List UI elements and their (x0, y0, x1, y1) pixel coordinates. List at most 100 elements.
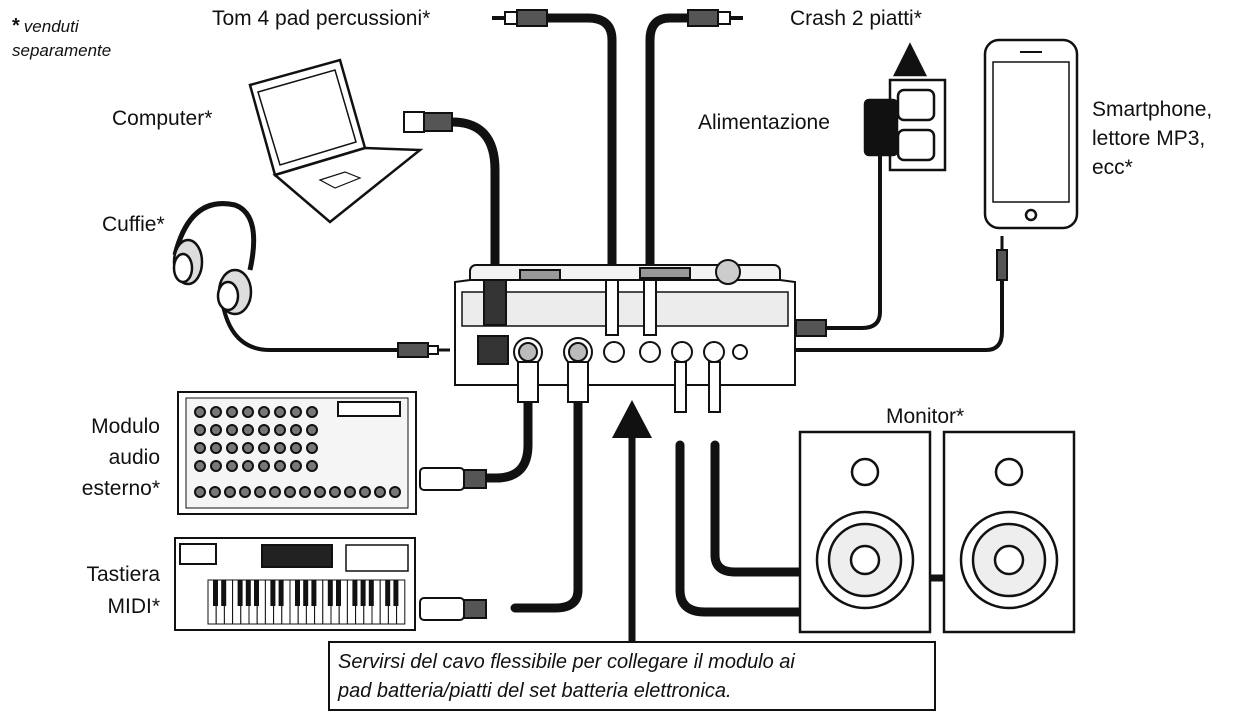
module-knob (226, 424, 238, 436)
module-knob (290, 406, 302, 418)
power-cable (824, 150, 882, 330)
smartphone-label-1: Smartphone, (1092, 98, 1213, 121)
footnote-text: venduti (23, 17, 79, 36)
module-knob (306, 460, 318, 472)
usb-plug (403, 111, 453, 133)
monitor-cable-left (675, 440, 820, 617)
crash-label: Crash 2 piatti* (790, 7, 922, 30)
tom-cable (543, 13, 617, 305)
module-knob (306, 442, 318, 454)
black-key (385, 580, 391, 606)
module-knob (269, 486, 281, 498)
black-key (295, 580, 300, 606)
tom-label: Tom 4 pad percussioni* (212, 7, 431, 30)
module-knob (226, 442, 238, 454)
black-key (303, 580, 309, 606)
module-knob (299, 486, 311, 498)
module-knob (274, 460, 286, 472)
keyboard-midi-plug (419, 597, 465, 621)
module-knob (258, 460, 270, 472)
computer-label: Computer* (112, 107, 213, 130)
midi-out-cable (480, 395, 533, 483)
module-knob (209, 486, 221, 498)
drum-module (454, 259, 796, 413)
module-knob (290, 442, 302, 454)
module-knob (226, 460, 238, 472)
crash-plug (687, 9, 743, 27)
module-knob (210, 460, 222, 472)
black-key (237, 580, 243, 606)
smartphone-label-3: ecc* (1092, 156, 1133, 179)
module-knob (254, 486, 266, 498)
module-knob (239, 486, 251, 498)
black-key (368, 580, 374, 606)
keyboard-label-1: Tastiera (86, 563, 160, 586)
module-knob (194, 442, 206, 454)
footnote-text-2: separamente (12, 41, 112, 60)
black-key (336, 580, 341, 606)
headphones-icon (172, 201, 257, 316)
monitor-left-icon (798, 430, 932, 634)
smartphone-label-2: lettore MP3, (1092, 127, 1206, 150)
module-knob (329, 486, 341, 498)
black-key (352, 580, 358, 606)
module-label-3: esterno* (81, 477, 160, 500)
module-knob (194, 486, 206, 498)
module-knob (242, 406, 254, 418)
module-knob (344, 486, 356, 498)
footnote-star: * (12, 15, 20, 37)
module-knob (242, 424, 254, 436)
headphone-cable (220, 298, 400, 352)
module-knob (224, 486, 236, 498)
module-knob (242, 460, 254, 472)
black-key (327, 580, 333, 606)
module-knob (258, 424, 270, 436)
flex-cable-callout: Servirsi del cavo flessibile per collega… (328, 641, 936, 711)
module-knob (290, 460, 302, 472)
black-key (254, 580, 259, 606)
module-midi-plug (419, 467, 465, 491)
module-knob (210, 424, 222, 436)
keyboard-label-2: MIDI* (107, 595, 161, 618)
module-knob (306, 406, 318, 418)
footnote: *venduti separamente (12, 14, 111, 63)
power-adapter-icon (863, 42, 947, 172)
module-knob (374, 486, 386, 498)
monitor-right-icon (942, 430, 1076, 634)
module-knob (258, 406, 270, 418)
crash-cable (645, 13, 695, 305)
module-knob (242, 442, 254, 454)
module-knob (314, 486, 326, 498)
black-key (311, 580, 317, 606)
module-knob (359, 486, 371, 498)
module-knob (290, 424, 302, 436)
black-key (213, 580, 218, 606)
module-knob (274, 406, 286, 418)
module-label-2: audio (108, 446, 160, 469)
computer-icon (248, 58, 424, 224)
black-key (245, 580, 251, 606)
module-knob (194, 406, 206, 418)
black-key (221, 580, 227, 606)
midi-in-cable (510, 395, 583, 613)
black-key (360, 580, 366, 606)
module-knob (194, 424, 206, 436)
module-knob (284, 486, 296, 498)
module-knob (210, 406, 222, 418)
black-key (278, 580, 284, 606)
module-label-1: Modulo (91, 415, 160, 438)
black-key (393, 580, 399, 606)
module-knob (389, 486, 401, 498)
monitor-label: Monitor* (886, 405, 965, 428)
module-knob (226, 406, 238, 418)
headphones-label: Cuffie* (102, 213, 165, 236)
smartphone-icon (983, 38, 1079, 230)
headphone-plug (397, 342, 450, 358)
module-knob (194, 460, 206, 472)
audio-module-icon (177, 391, 417, 515)
module-knob (258, 442, 270, 454)
tom-plug (492, 9, 548, 27)
black-key (270, 580, 276, 606)
midi-keyboard-icon (174, 537, 416, 631)
